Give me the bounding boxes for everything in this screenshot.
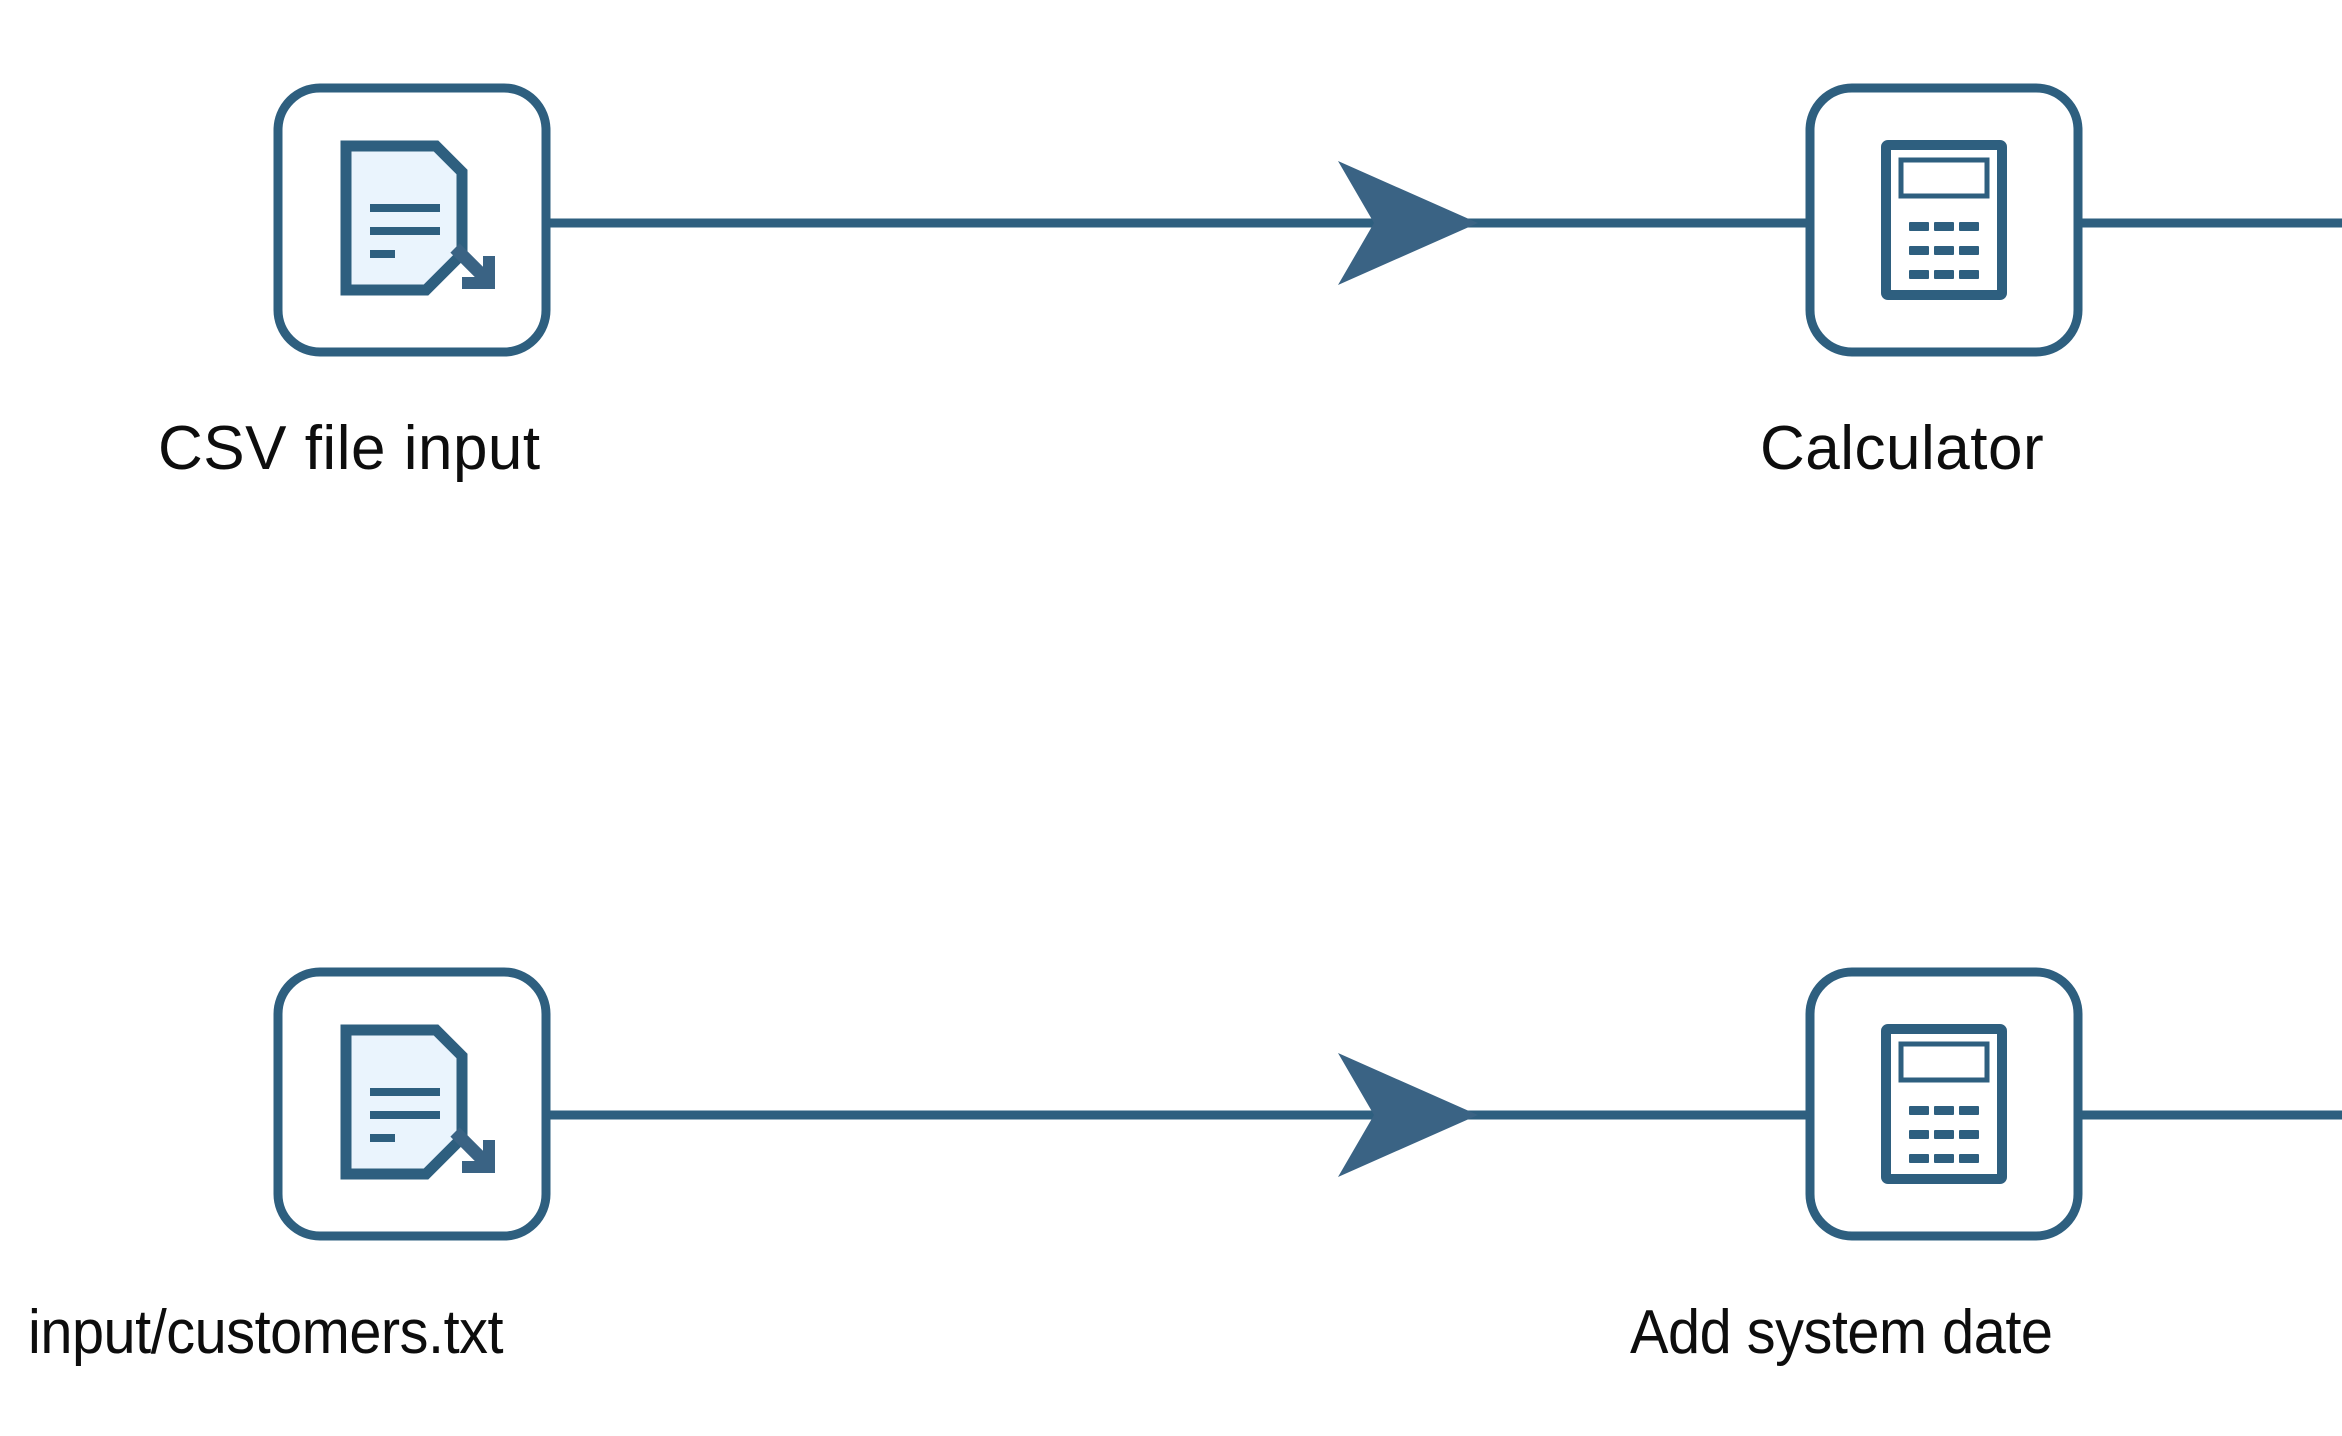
node-label-input-customers-txt: input/customers.txt — [28, 1298, 504, 1367]
node-box-calculator[interactable] — [1805, 83, 2083, 357]
document-with-arrow-icon — [346, 146, 462, 290]
node-label-csv-file-input: CSV file input — [158, 414, 541, 483]
node-box-add-system-date[interactable] — [1805, 967, 2083, 1241]
node-label-add-system-date: Add system date — [1630, 1298, 2053, 1367]
document-with-arrow-icon — [346, 1030, 462, 1174]
node-label-calculator: Calculator — [1760, 414, 2045, 483]
